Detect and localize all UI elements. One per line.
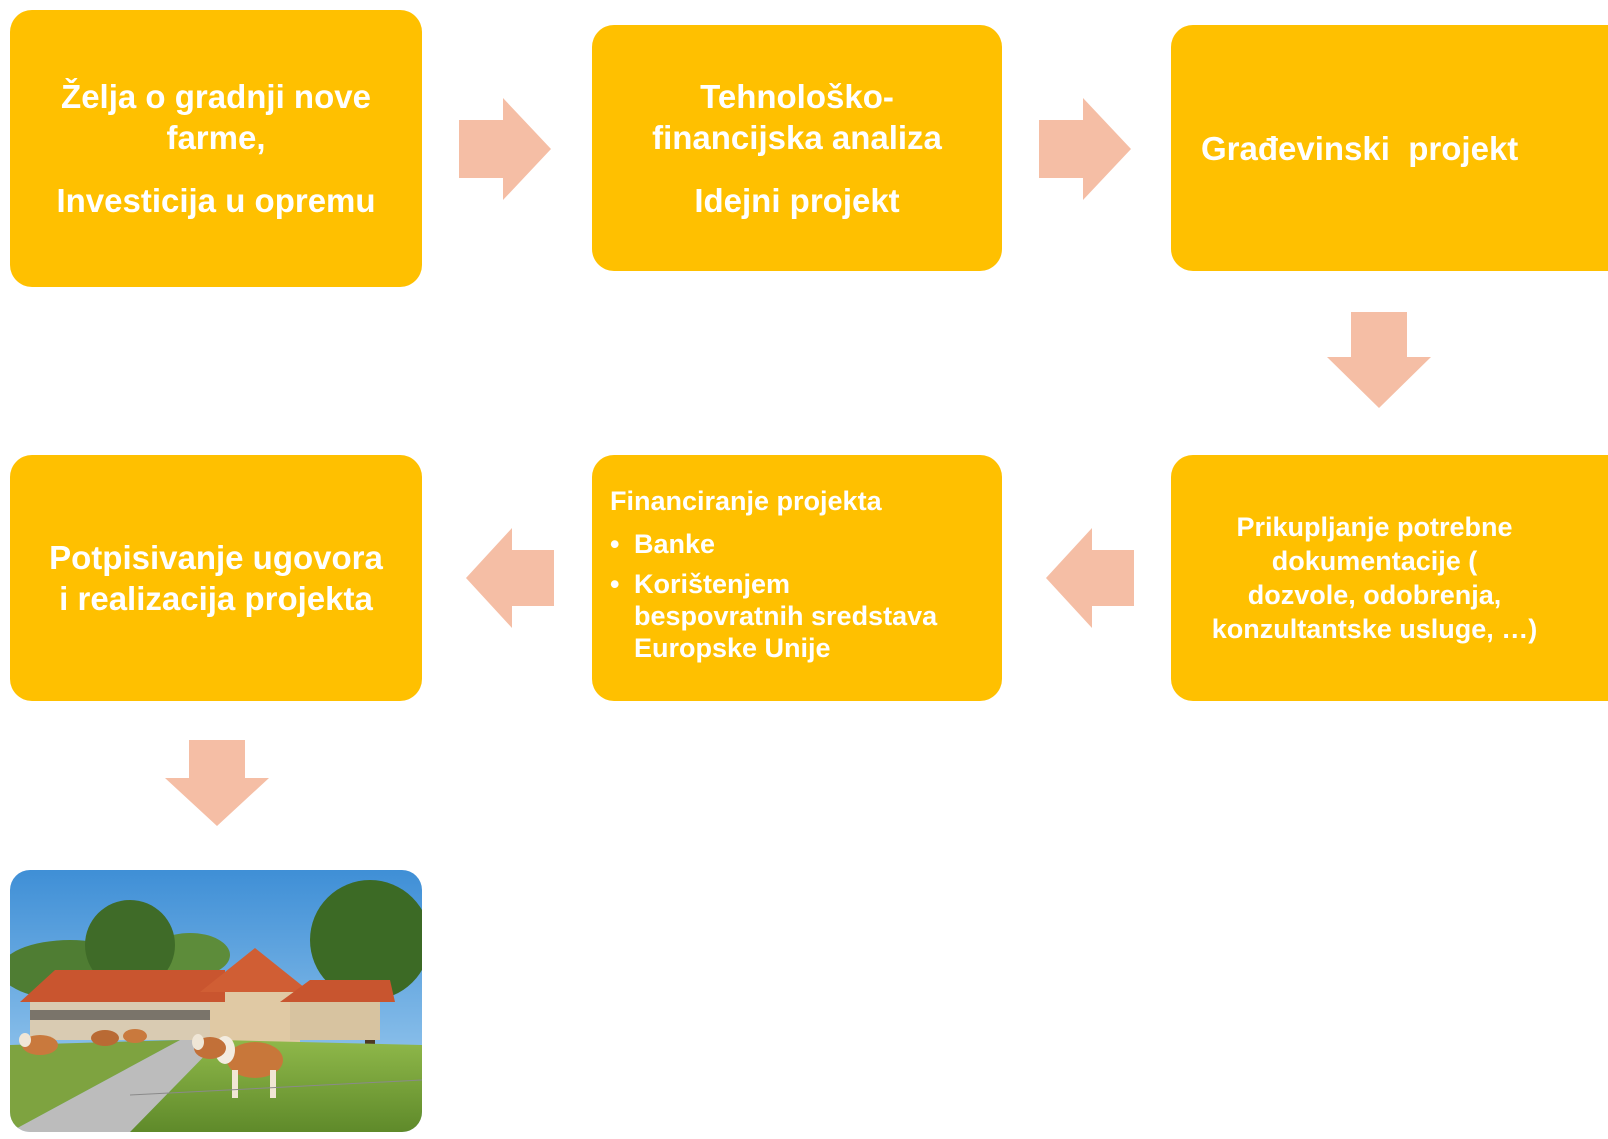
farm-photo — [10, 870, 422, 1132]
step-2-line-2: financijska analiza — [652, 118, 942, 156]
arrow-down-icon — [1327, 312, 1431, 408]
step-3-line-1: Građevinski projekt — [1201, 129, 1519, 167]
list-item: • Banke — [610, 528, 937, 560]
arrow-right-icon — [1039, 98, 1131, 200]
step-box-project-financing: Financiranje projekta • Banke • Korišten… — [592, 455, 1002, 701]
financing-item-eu-line-1: Korištenjem — [634, 569, 791, 599]
step-box-tech-financial-analysis: Tehnološko- financijska analiza Idejni p… — [592, 25, 1002, 271]
arrow-right-icon — [459, 98, 551, 200]
step-box-farm-wish: Želja o gradnji nove farme, Investicija … — [10, 10, 422, 287]
financing-list: • Banke • Korištenjem bespovratnih sreds… — [610, 528, 937, 672]
step-4-line-1: Prikupljanje potrebne — [1236, 512, 1513, 542]
list-item: • Korištenjem bespovratnih sredstava Eur… — [610, 568, 937, 664]
step-box-contract-signing: Potpisivanje ugovora i realizacija proje… — [10, 455, 422, 701]
step-box-documentation: Prikupljanje potrebne dokumentacije ( do… — [1171, 455, 1608, 701]
step-6-line-2: i realizacija projekta — [59, 580, 373, 617]
bullet-icon: • — [610, 529, 620, 559]
step-1-line-3: Investicija u opremu — [56, 182, 376, 219]
arrow-left-icon — [466, 528, 554, 628]
step-2-line-3: Idejni projekt — [694, 181, 900, 219]
farm-photo-icon — [10, 870, 422, 1132]
step-6-line-1: Potpisivanje ugovora — [49, 539, 383, 576]
step-4-line-4: konzultantske usluge, …) — [1211, 614, 1538, 644]
step-1-line-2: farme, — [166, 119, 266, 156]
step-4-line-3: dozvole, odobrenja, — [1247, 580, 1502, 610]
financing-item-banks: Banke — [634, 529, 716, 559]
step-box-building-project: Građevinski projekt — [1171, 25, 1608, 271]
financing-heading: Financiranje projekta — [610, 486, 882, 516]
step-2-line-1: Tehnološko- — [700, 77, 894, 115]
bullet-icon: • — [610, 569, 620, 599]
step-4-line-2: dokumentacije ( — [1271, 546, 1478, 576]
arrow-left-icon — [1046, 528, 1134, 628]
financing-item-eu-line-3: Europske Unije — [634, 633, 831, 663]
financing-item-eu-line-2: bespovratnih sredstava — [634, 601, 938, 631]
arrow-down-icon — [165, 740, 269, 826]
step-1-line-1: Želja o gradnji nove — [61, 78, 371, 115]
